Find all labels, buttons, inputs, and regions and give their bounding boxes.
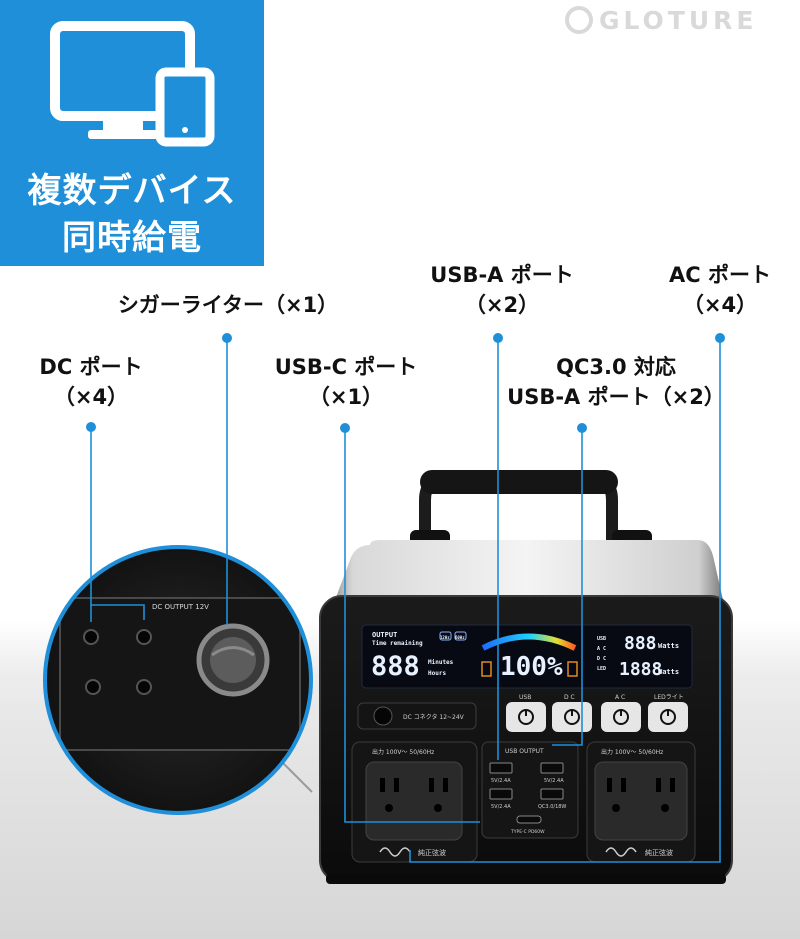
usb-port-4-label: QC3.0/18W bbox=[538, 804, 566, 810]
lcd-led-small: LED bbox=[597, 666, 606, 672]
lcd-dc-small: D C bbox=[597, 656, 606, 662]
lcd-time-label: Time remaining bbox=[372, 640, 423, 647]
ac-outlet-left: 出力 100V〜 50/60Hz 純正弦波 bbox=[351, 741, 478, 863]
cigar-socket bbox=[373, 706, 393, 726]
callout-qc: QC3.0 対応 USB-A ポート（×2） bbox=[498, 352, 734, 412]
dc-power-button[interactable] bbox=[552, 702, 592, 732]
feature-badge: 複数デバイス 同時給電 bbox=[0, 0, 264, 266]
button-label-dc: D C bbox=[564, 694, 575, 701]
lcd-hours-label: Hours bbox=[428, 670, 446, 677]
usb-port-3-label: 5V/2.4A bbox=[491, 804, 511, 810]
callout-qc-line1: QC3.0 対応 bbox=[556, 355, 676, 379]
callout-usbc: USB-C ポート （×1） bbox=[262, 352, 430, 412]
brand-mark-icon bbox=[565, 6, 593, 34]
callout-ac: AC ポート （×4） bbox=[652, 260, 788, 320]
lcd-watts-bottom: 1888 bbox=[619, 659, 662, 680]
button-label-usb: USB bbox=[519, 694, 531, 701]
ac-power-button[interactable] bbox=[601, 702, 641, 732]
outlet-left-label: 出力 100V〜 50/60Hz bbox=[372, 748, 434, 756]
callout-usba-line2: （×2） bbox=[464, 293, 540, 317]
dot-dc bbox=[86, 422, 96, 432]
sine-wave-right-icon bbox=[605, 847, 637, 857]
sine-left-label: 純正弦波 bbox=[418, 848, 446, 857]
callout-qc-line2: USB-A ポート（×2） bbox=[507, 385, 725, 409]
battery-left-icon bbox=[481, 661, 492, 677]
lcd-watts-top: 888 bbox=[624, 633, 657, 654]
lcd-display: OUTPUT Time remaining 888 Minutes Hours … bbox=[361, 624, 693, 689]
callout-dc: DC ポート （×4） bbox=[20, 352, 162, 412]
lcd-ac-small: A C bbox=[597, 646, 606, 652]
outlet-right-label: 出力 100V〜 50/60Hz bbox=[601, 748, 663, 756]
callout-dc-line1: DC ポート bbox=[39, 355, 143, 379]
dot-usbc bbox=[340, 423, 350, 433]
lcd-usb-small: USB bbox=[597, 636, 606, 642]
zoom-panel-label: DC OUTPUT 12V bbox=[152, 603, 209, 611]
control-buttons: USB D C A C LEDライト bbox=[519, 694, 684, 701]
brand-logo: GLOTURE bbox=[565, 6, 795, 40]
callout-cigar-line1: シガーライター（×1） bbox=[117, 293, 339, 317]
lcd-watts-unit-top: Watts bbox=[658, 642, 679, 650]
button-label-ac: A C bbox=[615, 694, 625, 701]
usb-power-button[interactable] bbox=[506, 702, 546, 732]
lcd-status-left: 12Hz bbox=[440, 635, 450, 640]
dot-usba bbox=[493, 333, 503, 343]
usb-port-2-label: 5V/2.4A bbox=[544, 778, 564, 784]
devices-icon bbox=[50, 21, 215, 147]
sine-right-label: 純正弦波 bbox=[645, 848, 673, 857]
dot-cigar bbox=[222, 333, 232, 343]
callout-ac-line2: （×4） bbox=[682, 293, 758, 317]
callout-usba: USB-A ポート （×2） bbox=[418, 260, 586, 320]
battery-right-icon bbox=[567, 661, 578, 677]
zoom-detail: DC OUTPUT 12V bbox=[45, 547, 311, 813]
usb-output-module: USB OUTPUT 5V/2.4A 5V/2.4A 5V/2.4A QC3.0… bbox=[481, 741, 579, 839]
led-power-button[interactable] bbox=[648, 702, 688, 732]
badge-line-1: 複数デバイス bbox=[27, 171, 237, 211]
callout-cigar: シガーライター（×1） bbox=[110, 290, 346, 320]
callout-usbc-line2: （×1） bbox=[308, 385, 384, 409]
callout-usba-line1: USB-A ポート bbox=[430, 263, 574, 287]
lcd-time-digits: 888 bbox=[371, 651, 420, 682]
lcd-watts-unit-bottom: Watts bbox=[658, 668, 679, 676]
button-label-led: LEDライト bbox=[654, 694, 684, 701]
lcd-minutes-label: Minutes bbox=[428, 659, 454, 666]
callout-ac-line1: AC ポート bbox=[669, 263, 771, 287]
ac-outlet-right: 出力 100V〜 50/60Hz 純正弦波 bbox=[586, 741, 696, 863]
zoom-ring bbox=[43, 545, 313, 815]
leader-lines bbox=[90, 338, 721, 863]
callout-dc-line2: （×4） bbox=[53, 385, 129, 409]
typec-label: TYPE-C PD60W bbox=[510, 829, 545, 835]
badge-line-2: 同時給電 bbox=[62, 218, 202, 258]
lcd-percent: 100% bbox=[500, 652, 563, 682]
callout-usbc-line1: USB-C ポート bbox=[274, 355, 418, 379]
lcd-status-right: 60Hz bbox=[455, 635, 465, 640]
sine-wave-left-icon bbox=[379, 847, 411, 857]
dot-qc bbox=[577, 423, 587, 433]
lcd-output-title: OUTPUT bbox=[372, 631, 397, 639]
dot-ac bbox=[715, 333, 725, 343]
usb-output-label: USB OUTPUT bbox=[505, 748, 544, 755]
usb-port-1-label: 5V/2.4A bbox=[491, 778, 511, 784]
cigar-label: DC コネクタ 12~24V bbox=[403, 713, 465, 721]
brand-name: GLOTURE bbox=[599, 6, 758, 35]
